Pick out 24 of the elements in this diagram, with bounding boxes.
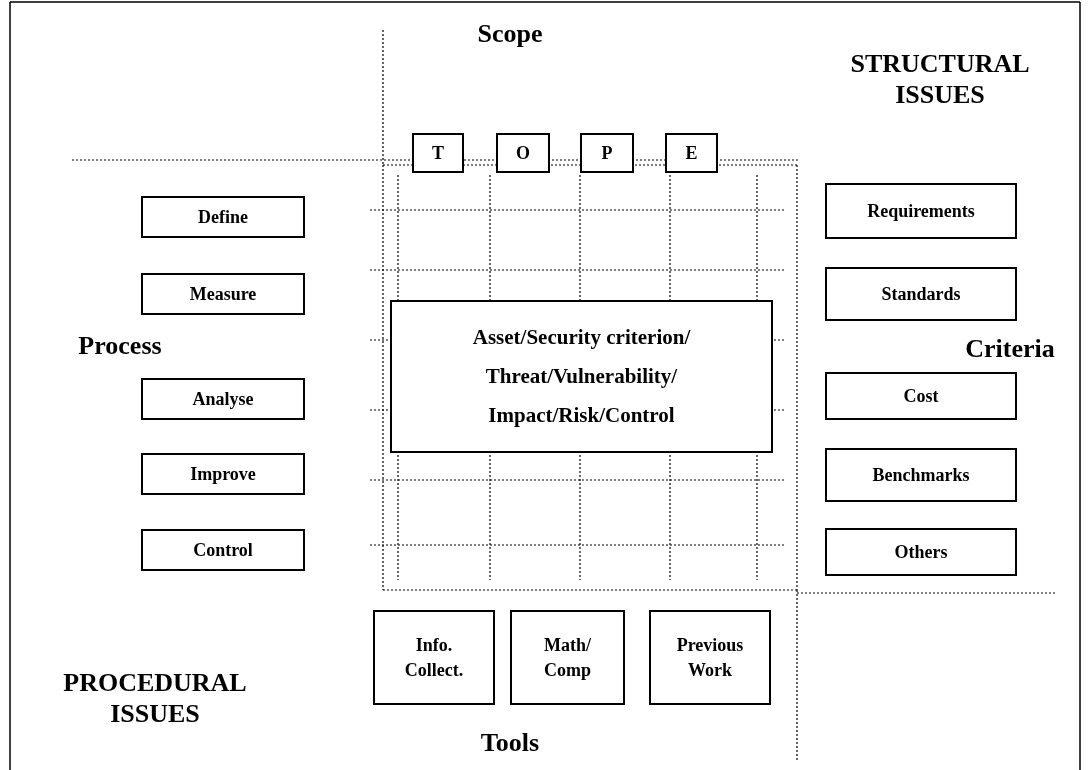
process-box: Measure (141, 273, 305, 315)
section-label: Process (77, 330, 163, 362)
process-box: Others (825, 528, 1017, 576)
central-concept-box: Asset/Security criterion/ Threat/Vulnerability/ Impact/Risk/Control (390, 300, 773, 453)
process-box: T (412, 133, 464, 173)
section-label: STRUCTURAL ISSUES (849, 48, 1031, 111)
section-label: PROCEDURAL ISSUES (62, 667, 248, 730)
process-box: Control (141, 529, 305, 571)
process-box: E (665, 133, 718, 173)
section-label: Scope (476, 18, 544, 50)
process-box: P (580, 133, 634, 173)
process-box: Info. Collect. (373, 610, 495, 705)
process-box: Previous Work (649, 610, 771, 705)
process-box: Define (141, 196, 305, 238)
section-label: Criteria (964, 333, 1056, 365)
process-box: Math/ Comp (510, 610, 625, 705)
section-label: Tools (479, 727, 541, 759)
process-box: Cost (825, 372, 1017, 420)
process-box: Improve (141, 453, 305, 495)
process-box: Analyse (141, 378, 305, 420)
process-box: O (496, 133, 550, 173)
process-box: Requirements (825, 183, 1017, 239)
process-box: Standards (825, 267, 1017, 321)
process-box: Benchmarks (825, 448, 1017, 502)
